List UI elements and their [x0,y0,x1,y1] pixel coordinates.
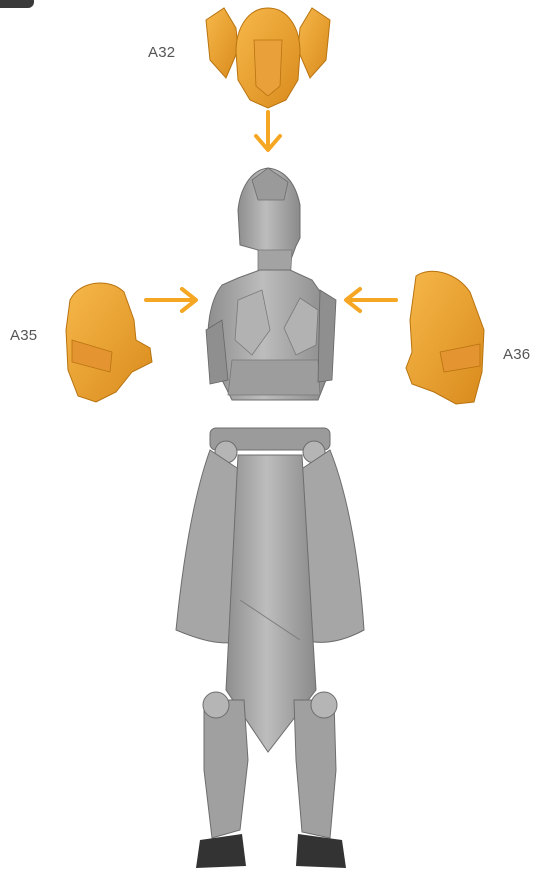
arrow-a32 [256,112,280,150]
statue-figure [176,168,364,868]
part-a36-arm [406,271,484,404]
arrow-a35 [146,289,196,311]
part-a32-helmet [206,8,330,108]
arrow-a36 [346,289,396,311]
part-a35-arm [66,283,152,402]
